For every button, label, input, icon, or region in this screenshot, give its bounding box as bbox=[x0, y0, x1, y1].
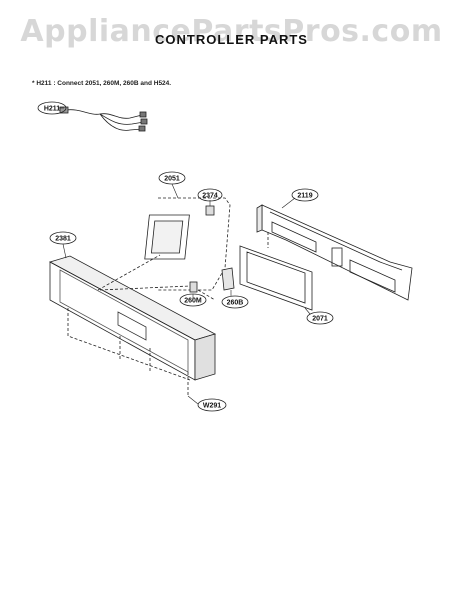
callout-2119 bbox=[291, 188, 319, 202]
page-title: CONTROLLER PARTS bbox=[155, 32, 308, 47]
rear-cover-part[interactable] bbox=[256, 204, 413, 301]
label-2071: 2071 bbox=[312, 316, 328, 323]
frame-part[interactable] bbox=[239, 245, 313, 311]
callout-2051 bbox=[158, 171, 186, 185]
callout-w291 bbox=[197, 398, 227, 412]
callout-2381 bbox=[49, 231, 77, 245]
label-2119: 2119 bbox=[297, 193, 312, 200]
leader-lines bbox=[58, 107, 311, 405]
label-260b: 260B bbox=[227, 300, 244, 307]
callout-h211 bbox=[37, 101, 67, 115]
watermark: AppliancePartsPros.com bbox=[20, 14, 443, 49]
label-w291: W291 bbox=[203, 403, 221, 410]
label-2381: 2381 bbox=[55, 236, 71, 243]
wire-harness-part[interactable] bbox=[59, 106, 148, 132]
component-260m-part[interactable] bbox=[189, 281, 198, 293]
front-panel-part[interactable] bbox=[48, 255, 217, 381]
callout-260b bbox=[221, 295, 249, 309]
callout-2071 bbox=[306, 311, 334, 325]
callout-2374 bbox=[197, 188, 223, 202]
assembly-guides bbox=[67, 232, 269, 396]
label-2051: 2051 bbox=[164, 176, 180, 183]
controller-bracket-part[interactable] bbox=[144, 197, 231, 291]
label-2374: 2374 bbox=[202, 193, 218, 200]
component-260b-part[interactable] bbox=[221, 267, 235, 291]
label-260m: 260M bbox=[184, 298, 202, 305]
label-h211: H211 bbox=[44, 106, 60, 113]
callout-260m bbox=[179, 293, 207, 307]
component-2374-part[interactable] bbox=[205, 205, 215, 216]
connection-note: * H211 : Connect 2051, 260M, 260B and H5… bbox=[32, 80, 172, 87]
